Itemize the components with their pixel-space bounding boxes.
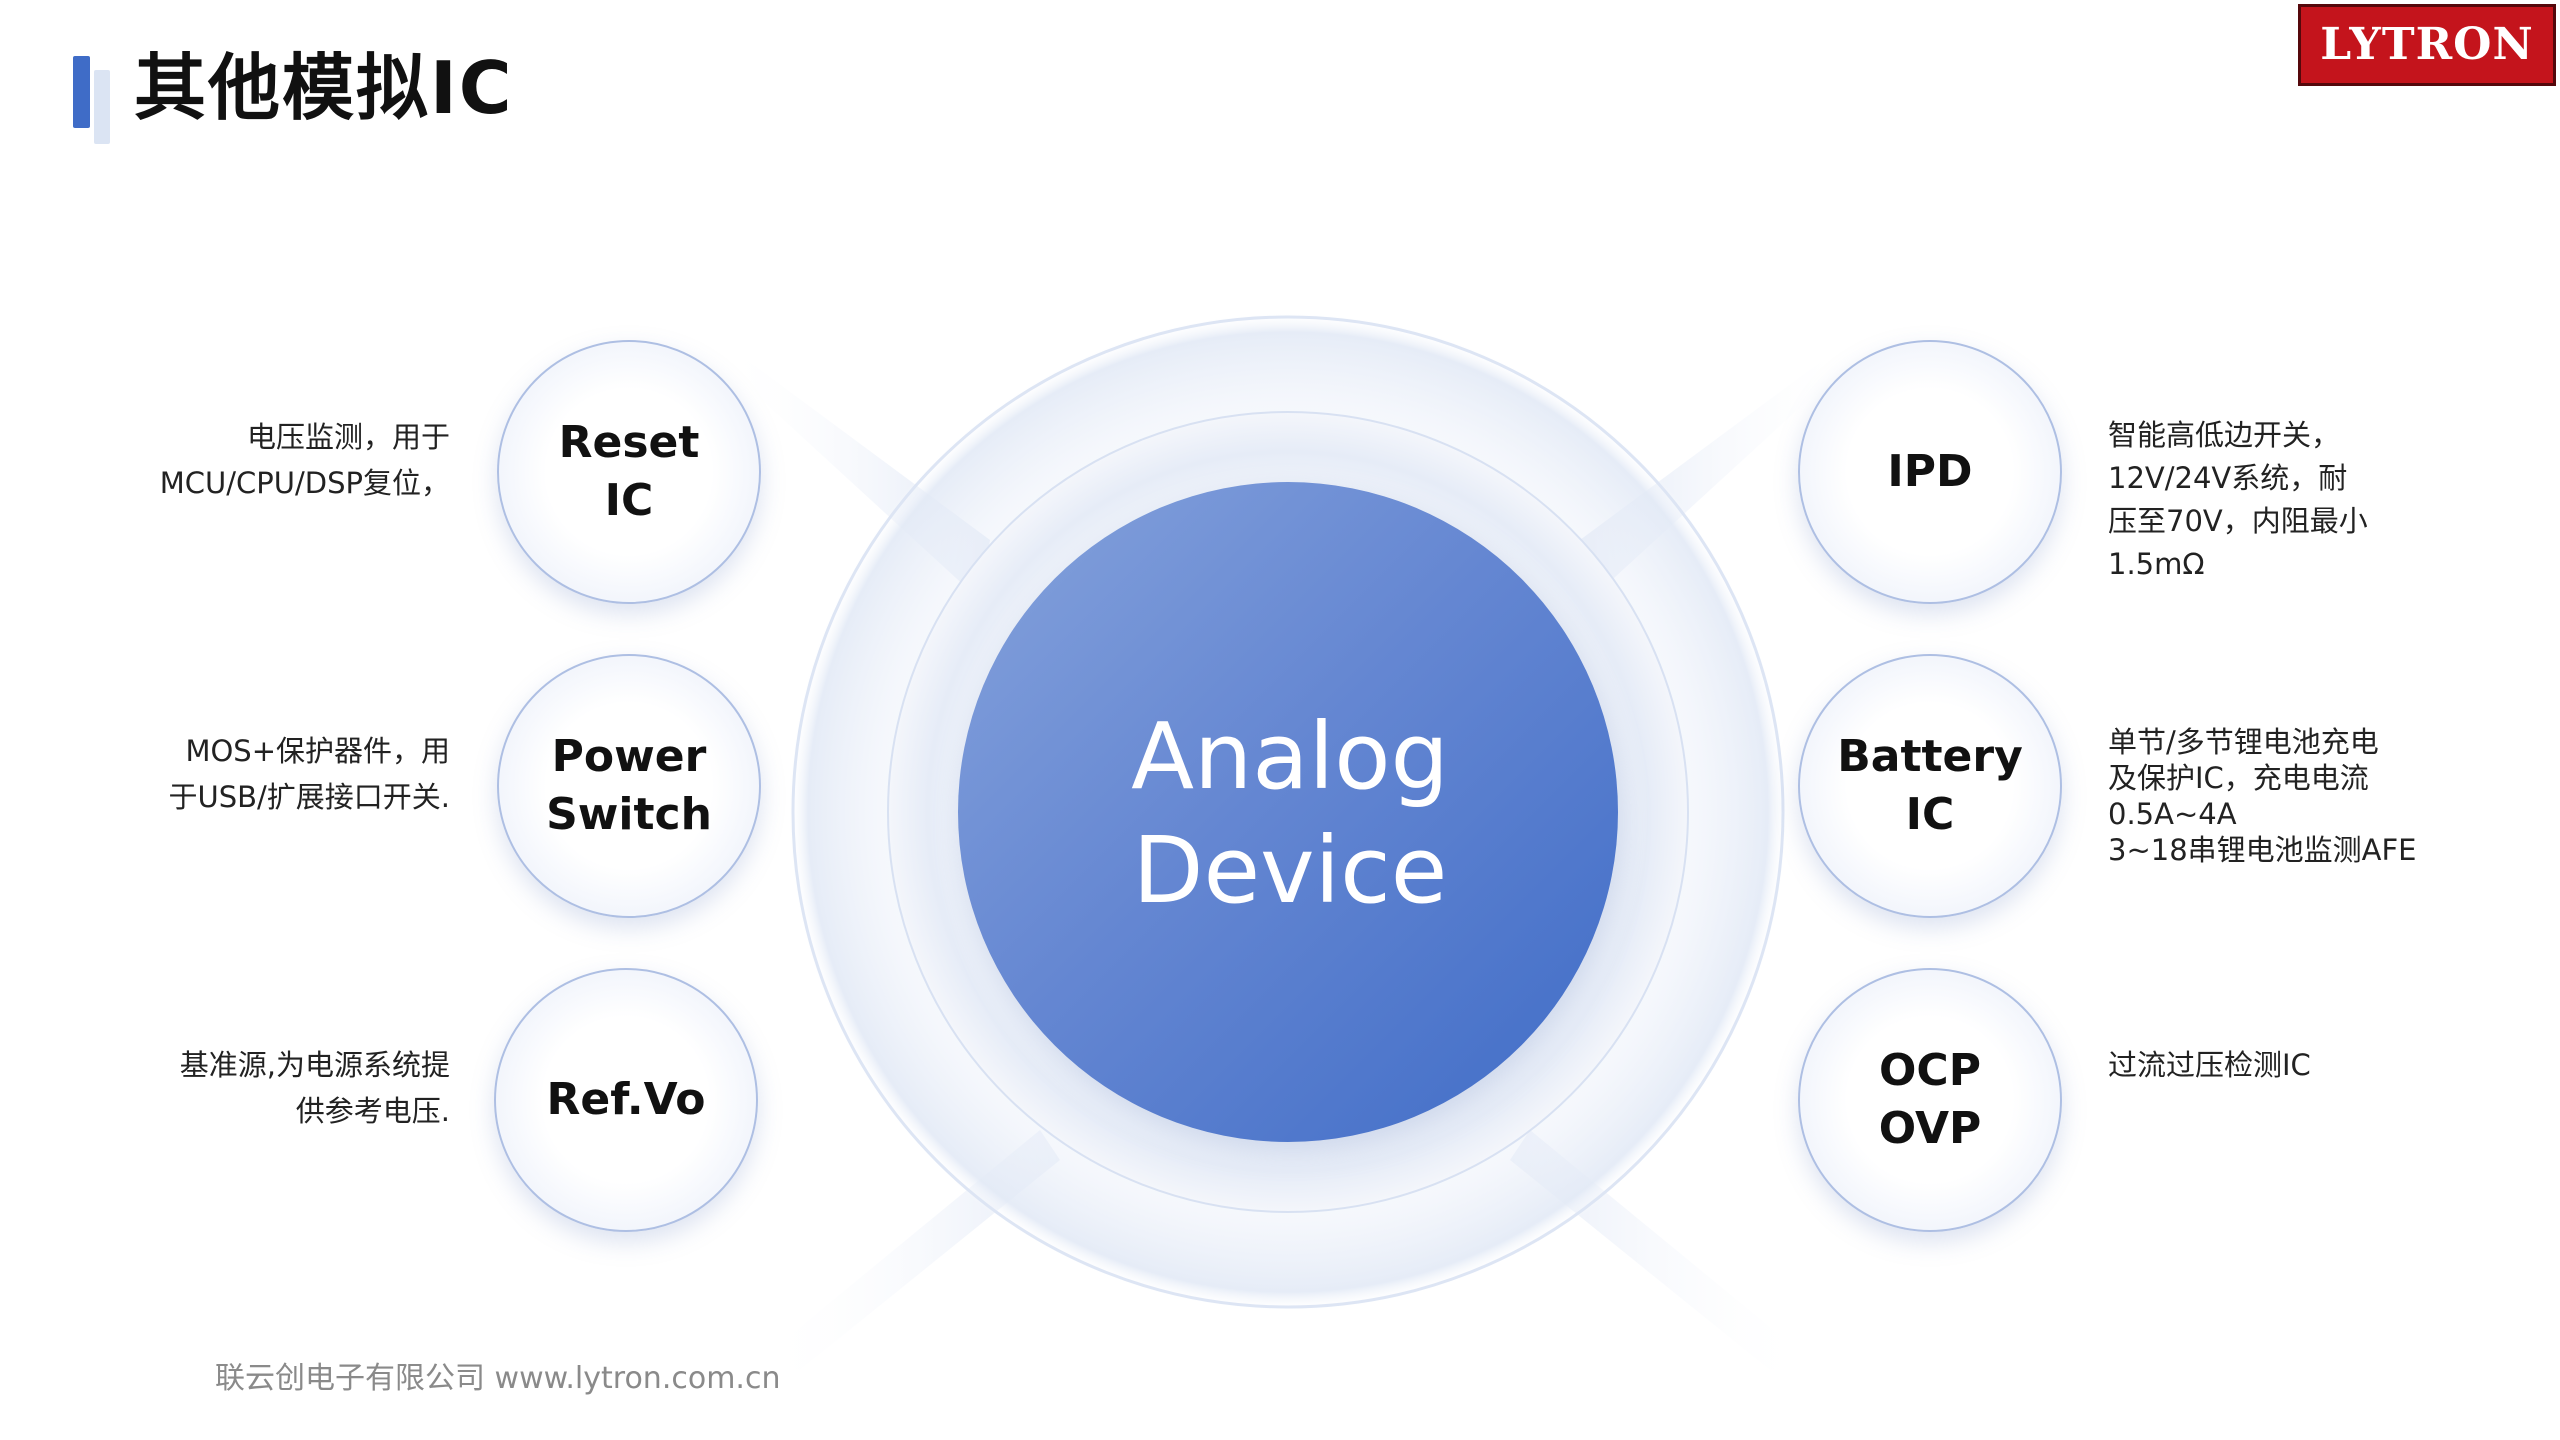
company-logo: LYTRON <box>2298 4 2556 86</box>
node-label: Power Switch <box>546 731 712 840</box>
node-power-switch: Power Switch <box>497 654 761 918</box>
center-core <box>958 482 1618 1142</box>
node-label: Ref.Vo <box>546 1074 706 1125</box>
node-ipd: IPD <box>1798 340 2062 604</box>
node-label: Reset IC <box>558 417 700 526</box>
center-label-line1: Analog <box>1131 703 1449 810</box>
page-title: 其他模拟IC <box>134 46 514 130</box>
desc-power-switch: MOS+保护器件，用 于USB/扩展接口开关. <box>168 734 450 814</box>
desc-battery-ic: 单节/多节锂电池充电 及保护IC，充电电流 0.5A~4A 3~18串锂电池监测… <box>2108 725 2417 867</box>
center-label: Analog Device <box>1040 700 1540 928</box>
footer-company: 联云创电子有限公司 www.lytron.com.cn <box>215 1361 781 1396</box>
node-label: Battery IC <box>1837 731 2023 840</box>
node-battery-ic: Battery IC <box>1798 654 2062 918</box>
center-label-line2: Device <box>1132 817 1448 924</box>
desc-ref-vo: 基准源,为电源系统提 供参考电压. <box>179 1048 450 1128</box>
logo-text: LYTRON <box>2320 19 2534 70</box>
desc-reset-ic: 电压监测，用于 MCU/CPU/DSP复位， <box>159 420 450 500</box>
node-label: OCP OVP <box>1878 1045 1982 1154</box>
desc-ipd: 智能高低边开关， 12V/24V系统，耐 压至70V，内阻最小 1.5mΩ <box>2108 418 2368 581</box>
title-accent-shadow <box>94 70 110 144</box>
node-reset-ic: Reset IC <box>497 340 761 604</box>
desc-ocp-ovp: 过流过压检测IC <box>2108 1048 2311 1082</box>
title-accent-bar <box>73 56 90 128</box>
node-ref-vo: Ref.Vo <box>494 968 758 1232</box>
node-label: IPD <box>1887 446 1973 497</box>
node-ocp-ovp: OCP OVP <box>1798 968 2062 1232</box>
